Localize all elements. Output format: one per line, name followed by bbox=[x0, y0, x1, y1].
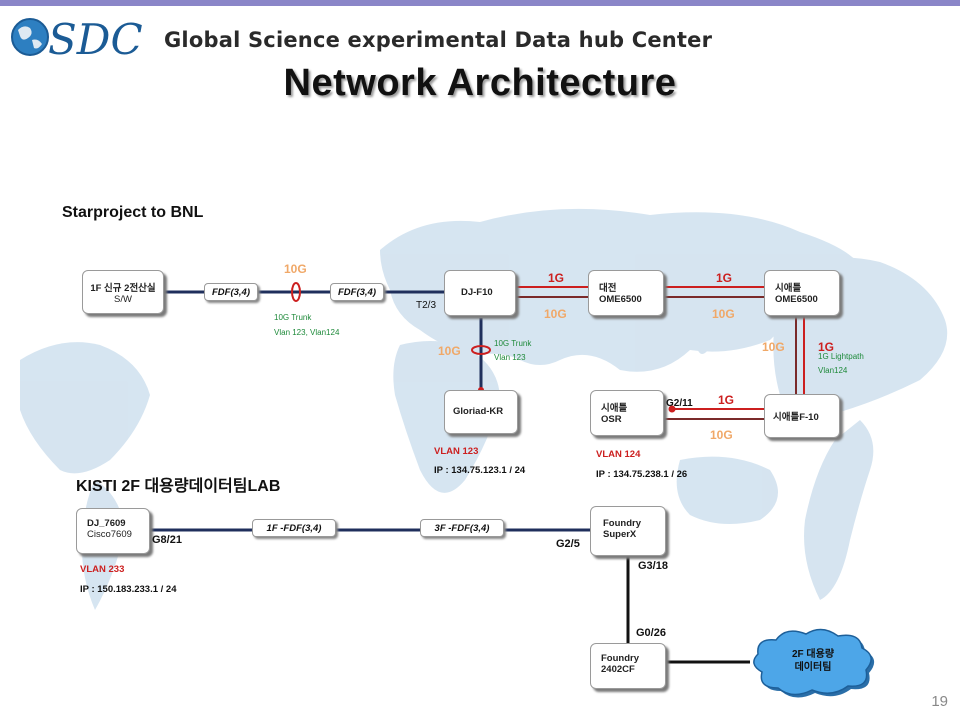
cloud-label-line1: 2F 대용량 bbox=[791, 649, 835, 660]
label-10g-top: 10G bbox=[284, 262, 307, 276]
node-superx-name: Foundry bbox=[603, 518, 641, 529]
node-daejeon-name: 대전 bbox=[599, 283, 617, 294]
node-gloriad-name: Gloriad-KR bbox=[453, 406, 504, 417]
label-trunk-b1: 10G Trunk bbox=[494, 339, 532, 348]
label-lightpath-1: 1G Lightpath bbox=[818, 352, 864, 361]
node-seattle-osr-type: OSR bbox=[601, 414, 622, 425]
label-1g-daejeon-seattle: 1G bbox=[716, 271, 733, 285]
trunk-marker-b bbox=[471, 345, 491, 355]
gsdc-logo: SDC bbox=[11, 15, 143, 64]
header-bar bbox=[0, 0, 960, 6]
label-10g-vertical-dj: 10G bbox=[438, 344, 461, 358]
node-dj-f10[interactable]: DJ-F10 bbox=[444, 270, 516, 316]
fdf-a[interactable]: FDF(3,4) bbox=[204, 283, 258, 301]
label-vlan-233: VLAN 233 bbox=[80, 564, 125, 575]
label-ip-233: IP : 150.183.233.1 / 24 bbox=[80, 584, 177, 595]
node-daejeon-type: OME6500 bbox=[599, 294, 642, 305]
node-seattle-osr-name: 시애틀 bbox=[601, 403, 628, 414]
label-g2-5: G2/5 bbox=[556, 538, 580, 550]
node-sw[interactable]: 1F 신규 2전산실 S/W bbox=[82, 270, 164, 314]
fdf-c[interactable]: 1F -FDF(3,4) bbox=[252, 519, 336, 537]
cloud-label[interactable]: 2F 대용량 데이터팀 bbox=[768, 648, 858, 674]
fdf-d[interactable]: 3F -FDF(3,4) bbox=[420, 519, 504, 537]
cloud-shape bbox=[753, 628, 875, 698]
label-1g-djf10-daejeon: 1G bbox=[548, 271, 565, 285]
node-seattle-ome[interactable]: 시애틀 OME6500 bbox=[764, 270, 840, 316]
trunk-marker-a bbox=[291, 282, 301, 302]
fdf-b[interactable]: FDF(3,4) bbox=[330, 283, 384, 301]
page-title: Network Architecture bbox=[283, 62, 677, 104]
label-10g-vertical-seattle: 10G bbox=[762, 340, 785, 354]
label-g0-26: G0/26 bbox=[636, 627, 666, 639]
node-dj-f10-name: DJ-F10 bbox=[461, 287, 493, 298]
label-g2-11: G2/11 bbox=[666, 398, 693, 409]
page-number: 19 bbox=[931, 693, 948, 710]
section-kisti-lab: KISTI 2F 대용량데이터팀LAB bbox=[76, 478, 281, 495]
node-2402-name: Foundry bbox=[601, 653, 639, 664]
cloud-label-line2: 데이터팀 bbox=[794, 662, 832, 673]
node-seattle-f10-name: 시애틀F-10 bbox=[773, 412, 819, 423]
node-foundry-2402cf[interactable]: Foundry 2402CF bbox=[590, 643, 666, 689]
port-dot-osr bbox=[668, 405, 676, 413]
label-vlan-124: VLAN 124 bbox=[596, 449, 641, 460]
node-gloriad-kr[interactable]: Gloriad-KR bbox=[444, 390, 518, 434]
svg-text:SDC: SDC bbox=[48, 15, 143, 64]
node-sw-type: S/W bbox=[114, 294, 132, 305]
label-trunk-b2: Vlan 123 bbox=[494, 353, 526, 362]
node-dj7609-name: DJ_7609 bbox=[87, 518, 126, 529]
label-10g-osr-f10: 10G bbox=[710, 428, 733, 442]
section-starproject: Starproject to BNL bbox=[62, 204, 204, 221]
node-sw-name: 1F 신규 2전산실 bbox=[90, 283, 156, 294]
node-dj7609[interactable]: DJ_7609 Cisco7609 bbox=[76, 508, 150, 554]
node-daejeon-ome[interactable]: 대전 OME6500 bbox=[588, 270, 664, 316]
label-g3-18: G3/18 bbox=[638, 560, 668, 572]
label-lightpath-2: Vlan124 bbox=[818, 366, 848, 375]
node-seattle-osr[interactable]: 시애틀 OSR bbox=[590, 390, 664, 436]
label-t23: T2/3 bbox=[416, 300, 437, 311]
node-dj7609-type: Cisco7609 bbox=[87, 529, 132, 540]
label-10g-djf10-daejeon: 10G bbox=[544, 307, 567, 321]
label-g8-21: G8/21 bbox=[152, 534, 182, 546]
node-seattle-ome-type: OME6500 bbox=[775, 294, 818, 305]
node-seattle-f10[interactable]: 시애틀F-10 bbox=[764, 394, 840, 438]
label-trunk-a2: Vlan 123, Vlan124 bbox=[274, 328, 340, 337]
label-1g-osr-f10: 1G bbox=[718, 393, 735, 407]
node-seattle-ome-name: 시애틀 bbox=[775, 283, 802, 294]
label-trunk-a1: 10G Trunk bbox=[274, 313, 312, 322]
label-10g-daejeon-seattle: 10G bbox=[712, 307, 735, 321]
logo-title: Global Science experimental Data hub Cen… bbox=[164, 28, 713, 52]
node-superx-type: SuperX bbox=[603, 529, 637, 540]
node-2402-type: 2402CF bbox=[601, 664, 635, 675]
label-1g-vertical-seattle: 1G bbox=[818, 340, 835, 354]
label-ip-123: IP : 134.75.123.1 / 24 bbox=[434, 465, 526, 476]
label-ip-124: IP : 134.75.238.1 / 26 bbox=[596, 469, 688, 480]
label-vlan-123: VLAN 123 bbox=[434, 446, 479, 457]
node-foundry-superx[interactable]: Foundry SuperX bbox=[590, 506, 666, 556]
